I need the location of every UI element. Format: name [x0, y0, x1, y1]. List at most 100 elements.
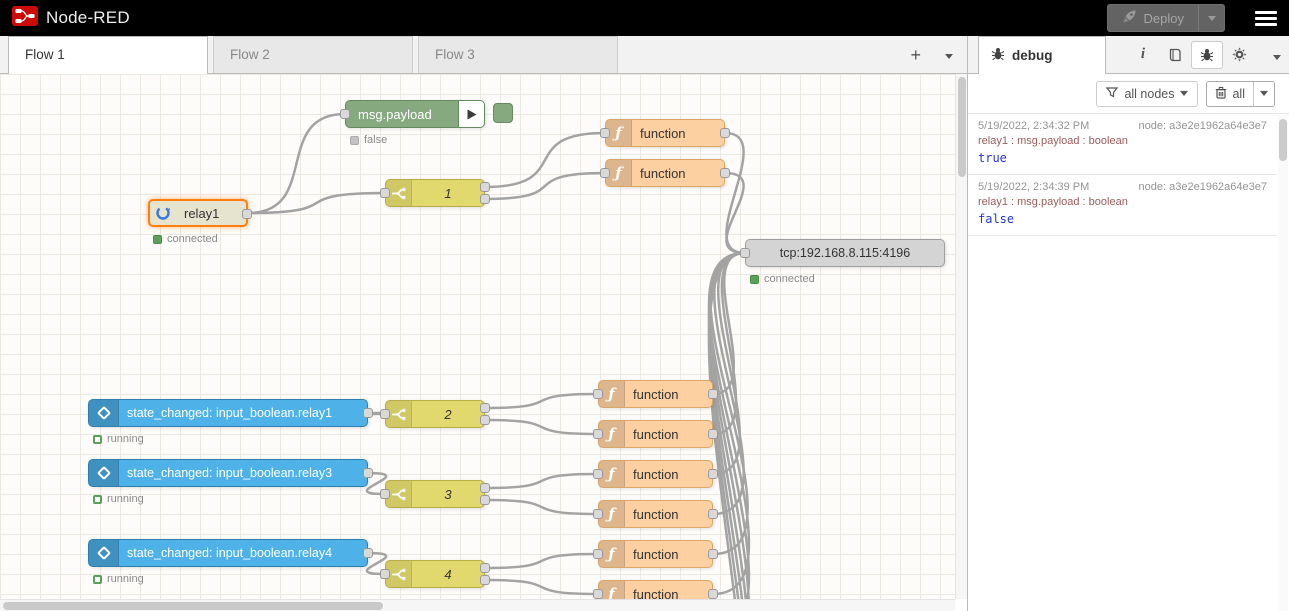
add-flow-button[interactable]: +	[910, 46, 921, 64]
sidebar-options-caret[interactable]	[1273, 47, 1281, 65]
debug-clear-caret[interactable]	[1253, 82, 1274, 106]
node-status-text: running	[107, 433, 144, 445]
tab-flow-1[interactable]: Flow 1	[8, 36, 208, 74]
deploy-options-caret[interactable]	[1198, 5, 1224, 31]
flow-list-caret[interactable]	[945, 46, 953, 64]
input-port[interactable]	[600, 168, 610, 178]
debug-filter-button[interactable]: all nodes	[1096, 81, 1198, 107]
output-port[interactable]	[363, 468, 373, 478]
debug-tab-button[interactable]	[1191, 41, 1223, 69]
node-label: 2	[412, 401, 484, 427]
output-port-2[interactable]	[480, 194, 490, 204]
node-state-changed-relay3[interactable]: state_changed: input_boolean.relay3	[88, 459, 368, 487]
output-port[interactable]	[708, 549, 718, 559]
wires-layer	[0, 74, 955, 599]
input-port[interactable]	[340, 109, 350, 119]
debug-message[interactable]: 5/19/2022, 2:34:39 PMnode: a3e2e1962a64e…	[968, 175, 1277, 236]
input-port[interactable]	[380, 188, 390, 198]
output-port-2[interactable]	[480, 495, 490, 505]
node-function-5[interactable]: ƒfunction	[598, 460, 713, 488]
debug-clear-label: all	[1232, 87, 1245, 101]
output-port[interactable]	[720, 128, 730, 138]
sidebar-scrollbar-thumb[interactable]	[1279, 119, 1287, 161]
node-function-3[interactable]: ƒfunction	[598, 380, 713, 408]
input-port[interactable]	[600, 128, 610, 138]
output-port[interactable]	[708, 389, 718, 399]
input-port[interactable]	[593, 589, 603, 599]
output-port[interactable]	[720, 168, 730, 178]
node-status: false	[350, 134, 387, 146]
node-label: function	[632, 120, 724, 146]
node-state-changed-relay1[interactable]: state_changed: input_boolean.relay1	[88, 399, 368, 427]
node-function-6[interactable]: ƒfunction	[598, 500, 713, 528]
status-gray-icon	[350, 136, 359, 145]
config-tab-button[interactable]	[1223, 41, 1255, 69]
input-port[interactable]	[380, 409, 390, 419]
input-port[interactable]	[593, 509, 603, 519]
sidebar-scrollbar[interactable]	[1278, 115, 1288, 611]
flow-canvas[interactable]: msg.payloadfalserelay1connected1ƒfunctio…	[0, 74, 955, 599]
output-port[interactable]	[708, 469, 718, 479]
debug-clear-button[interactable]: all	[1207, 82, 1253, 106]
output-port-2[interactable]	[480, 575, 490, 585]
node-switch-4[interactable]: 4	[385, 560, 485, 588]
node-label: 1	[412, 180, 484, 206]
wire[interactable]	[485, 394, 598, 408]
node-tcp-192-168-8-115-4196[interactable]: tcp:192.168.8.115:4196	[745, 239, 945, 267]
output-port-2[interactable]	[480, 415, 490, 425]
node-relay1[interactable]: relay1	[148, 199, 248, 227]
input-port[interactable]	[593, 429, 603, 439]
output-port-1[interactable]	[480, 483, 490, 493]
input-port[interactable]	[593, 549, 603, 559]
output-port-1[interactable]	[480, 182, 490, 192]
canvas-horizontal-scrollbar[interactable]	[0, 599, 955, 611]
canvas-vertical-scrollbar[interactable]	[955, 74, 967, 599]
node-label: state_changed: input_boolean.relay4	[119, 540, 367, 566]
wire[interactable]	[485, 500, 598, 514]
node-label: function	[625, 541, 712, 567]
tab-flow-3[interactable]: Flow 3	[418, 36, 618, 73]
output-port[interactable]	[363, 408, 373, 418]
output-port-1[interactable]	[480, 563, 490, 573]
debug-message-value: true	[978, 151, 1267, 165]
node-switch-1[interactable]: 1	[385, 179, 485, 207]
node-switch-3[interactable]: 3	[385, 480, 485, 508]
tab-flow-2[interactable]: Flow 2	[213, 36, 413, 73]
canvas-vertical-scrollbar-thumb[interactable]	[958, 77, 966, 177]
deploy-button[interactable]: Deploy	[1107, 4, 1225, 32]
wire[interactable]	[485, 133, 605, 187]
canvas-horizontal-scrollbar-thumb[interactable]	[3, 602, 383, 610]
input-port[interactable]	[380, 569, 390, 579]
node-function-4[interactable]: ƒfunction	[598, 420, 713, 448]
main-menu-button[interactable]	[1255, 11, 1277, 26]
help-tab-button[interactable]	[1159, 41, 1191, 69]
output-port[interactable]	[363, 548, 373, 558]
tab-debug[interactable]: debug	[978, 36, 1106, 74]
output-port-1[interactable]	[480, 403, 490, 413]
status-ring-icon	[93, 435, 102, 444]
wire[interactable]	[485, 580, 598, 594]
node-function-8[interactable]: ƒfunction	[598, 580, 713, 599]
debug-toggle-button[interactable]	[493, 103, 513, 123]
node-debug-msg-payload[interactable]: msg.payload	[345, 100, 485, 128]
wire[interactable]	[485, 420, 598, 434]
info-tab-button[interactable]: i	[1127, 41, 1159, 69]
node-function-2[interactable]: ƒfunction	[605, 159, 725, 187]
input-port[interactable]	[593, 389, 603, 399]
wire[interactable]	[485, 554, 598, 568]
debug-message[interactable]: 5/19/2022, 2:34:32 PMnode: a3e2e1962a64e…	[968, 114, 1277, 175]
input-port[interactable]	[740, 248, 750, 258]
node-switch-2[interactable]: 2	[385, 400, 485, 428]
node-function-1[interactable]: ƒfunction	[605, 119, 725, 147]
output-port[interactable]	[242, 209, 252, 219]
output-port[interactable]	[708, 509, 718, 519]
input-port[interactable]	[380, 489, 390, 499]
wire[interactable]	[485, 474, 598, 488]
status-dot-icon	[153, 235, 162, 244]
node-red-logo-icon	[12, 6, 38, 31]
node-function-7[interactable]: ƒfunction	[598, 540, 713, 568]
node-state-changed-relay4[interactable]: state_changed: input_boolean.relay4	[88, 539, 368, 567]
output-port[interactable]	[708, 429, 718, 439]
input-port[interactable]	[593, 469, 603, 479]
output-port[interactable]	[708, 589, 718, 599]
